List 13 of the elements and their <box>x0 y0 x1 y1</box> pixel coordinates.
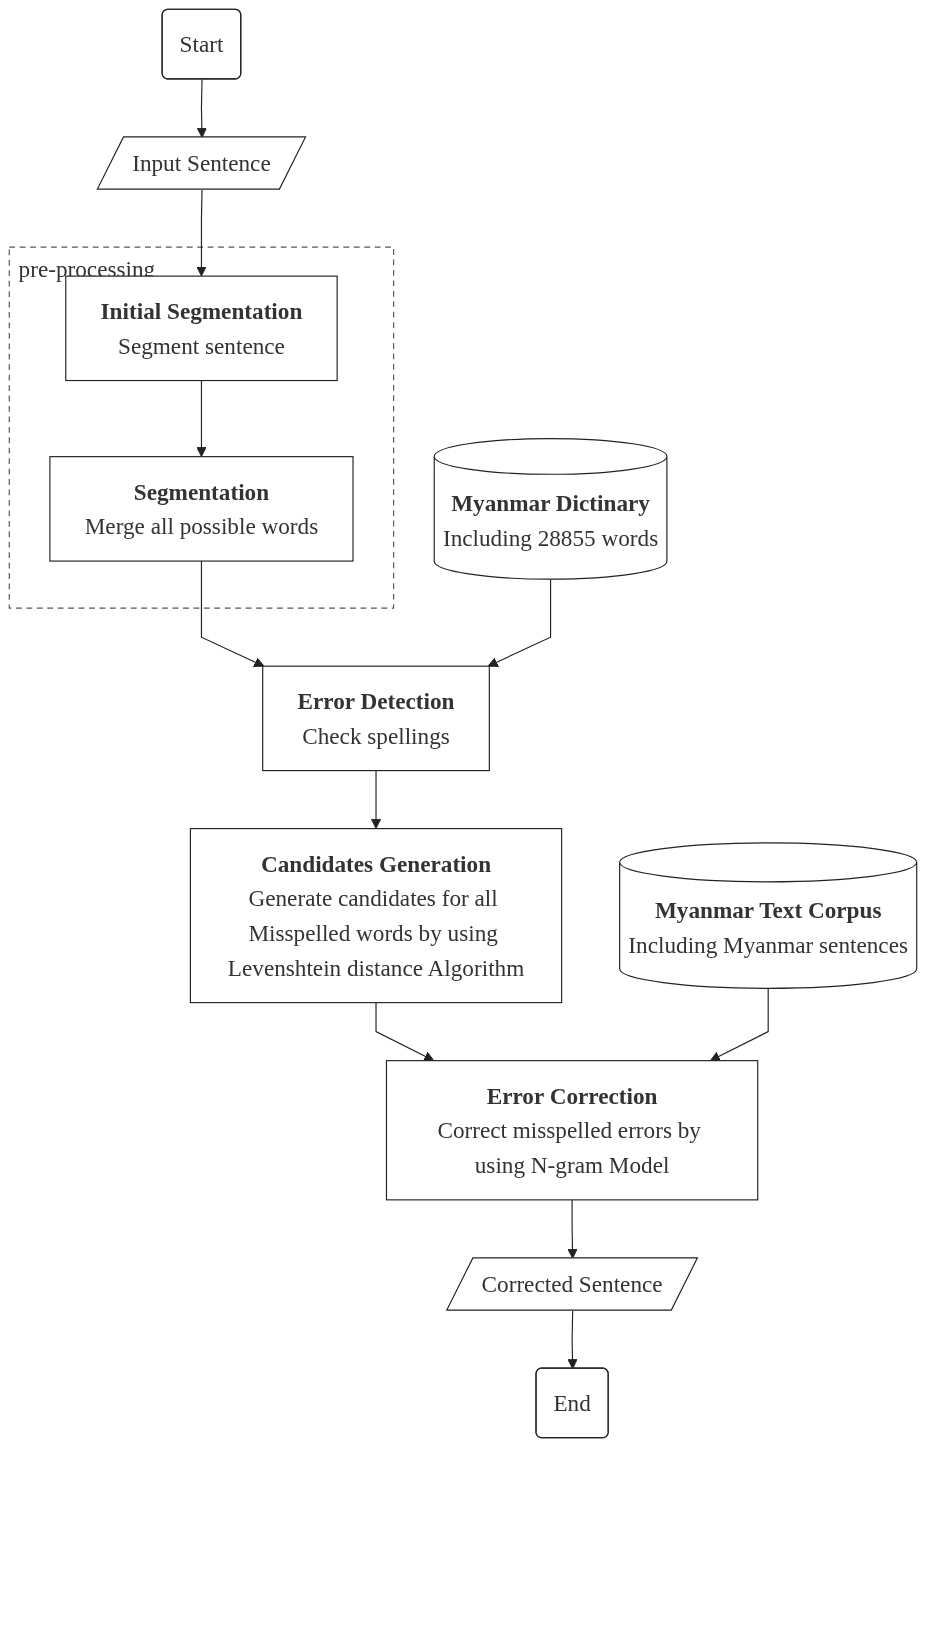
arrow <box>710 987 769 1062</box>
node-box: Initial Segmentation Segment sentence <box>65 275 338 382</box>
node-box: Error Correction Correct misspelled errors by using N-gram Model <box>385 1060 759 1201</box>
node-box: Candidates Generation Generate candidates for all Misspelled words by using Levenshtein distance Algorithm <box>189 828 563 1004</box>
arrow <box>487 578 552 667</box>
node-box: Segmentation Merge all possible words <box>49 456 354 562</box>
arrow <box>196 379 207 458</box>
arrow <box>196 189 207 277</box>
node-box: Error Detection Check spellings <box>262 665 490 772</box>
arrow <box>567 1310 578 1370</box>
arrow <box>200 560 265 667</box>
arrow <box>370 770 382 830</box>
arrow <box>375 1002 435 1062</box>
